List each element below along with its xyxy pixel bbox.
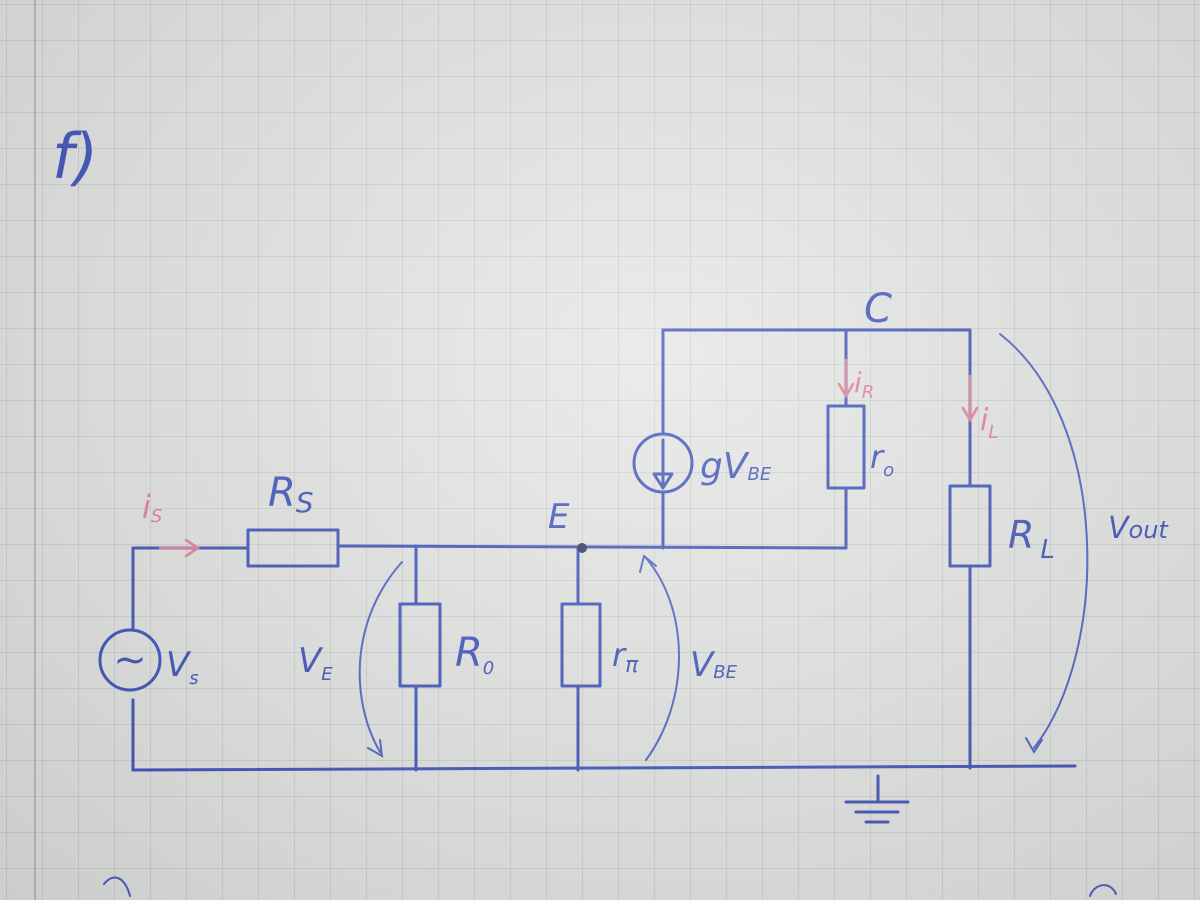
resistor-r0: R0	[398, 602, 494, 688]
rpi-label: rπ	[612, 636, 639, 678]
margin-line	[34, 0, 36, 900]
ir-label: iR	[854, 366, 874, 403]
voltage-ve-annotation: VE	[298, 561, 403, 758]
resistor-rpi: rπ	[560, 602, 639, 688]
vbe-label: VBE	[690, 645, 738, 685]
current-ir-annotation: iR	[837, 358, 874, 403]
gvbe-label: gVBE	[700, 446, 772, 487]
ac-symbol: ~	[113, 637, 147, 683]
is-label: iS	[142, 488, 162, 527]
il-label: iL	[980, 403, 998, 443]
current-is-annotation: iS	[142, 488, 201, 558]
ro-label: ro	[870, 438, 894, 481]
section-label: f)	[52, 120, 98, 193]
rs-label: RS	[268, 470, 314, 519]
wire-rs-to-e	[336, 544, 847, 550]
dependent-current-source: gVBE	[632, 432, 772, 494]
node-label-c: C	[864, 286, 892, 332]
emitter-node-dot	[577, 543, 587, 553]
current-il-annotation: iL	[961, 374, 998, 443]
ac-voltage-source: ~ Vs	[98, 628, 199, 692]
r0-label: R0	[455, 630, 494, 679]
node-label-e: E	[548, 497, 570, 537]
ground-symbol	[844, 774, 910, 824]
voltage-vbe-annotation: VBE	[639, 554, 738, 761]
wires	[131, 328, 1077, 772]
vout-label: Vout	[1108, 511, 1169, 546]
wire-ground-rail	[131, 764, 1077, 772]
voltage-vout-annotation: Vout	[999, 333, 1169, 754]
bottom-edge-scribble-right	[1089, 884, 1117, 897]
resistor-rs: RS	[246, 470, 340, 568]
bottom-edge-scribble-left	[103, 876, 131, 897]
vs-label: Vs	[166, 645, 199, 689]
resistor-ro: ro	[826, 404, 894, 490]
ve-label: VE	[298, 641, 333, 685]
